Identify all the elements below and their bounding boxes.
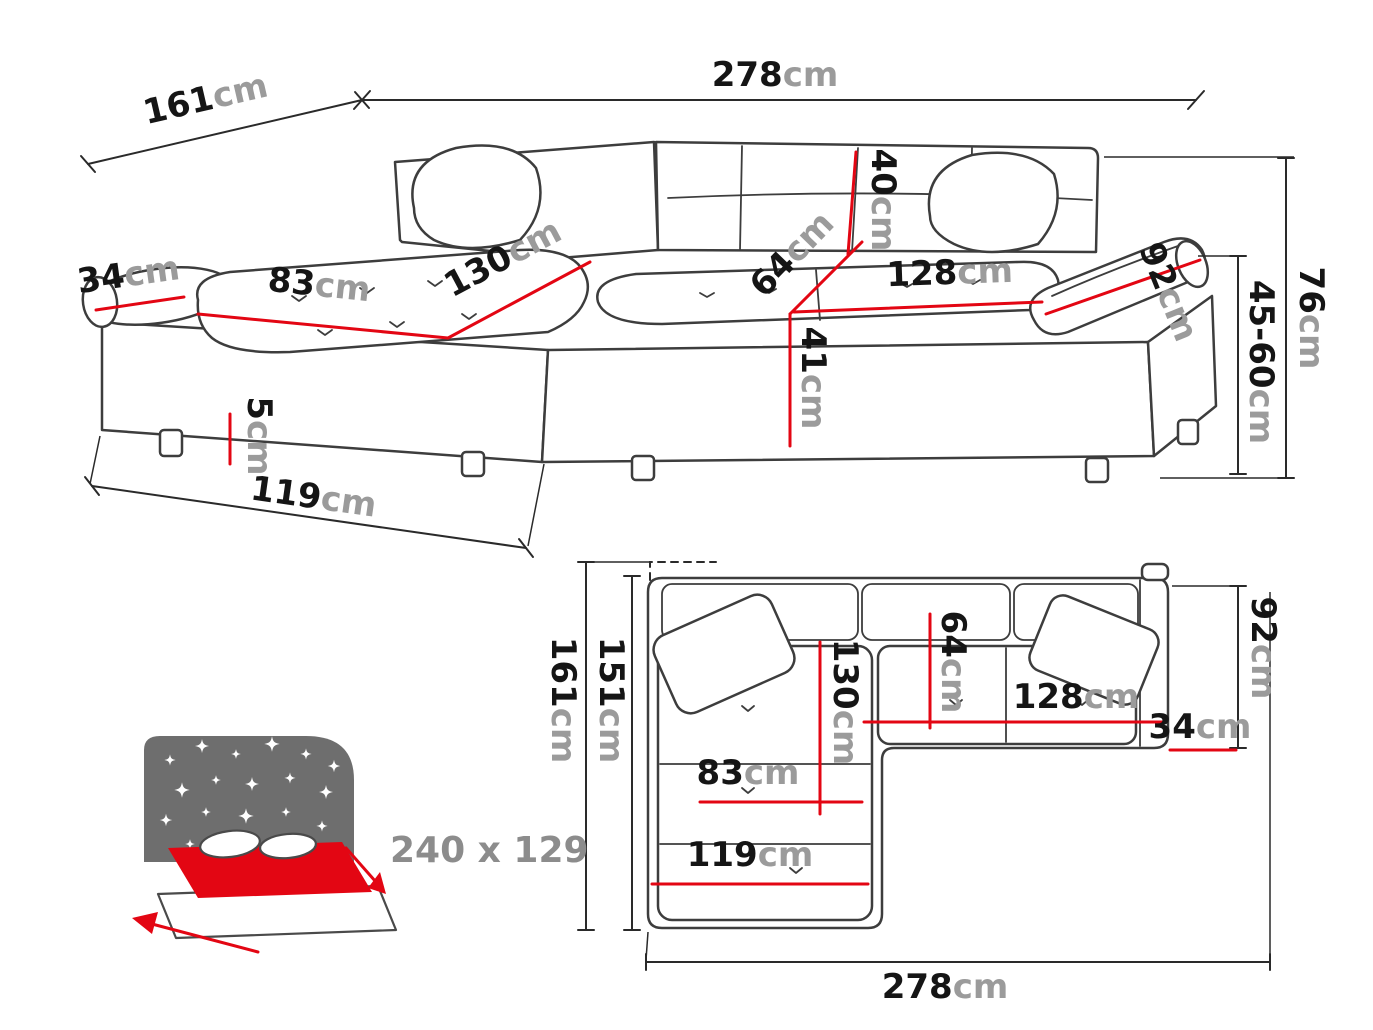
tuft-mark (899, 282, 915, 288)
pillow-left-top (652, 593, 796, 715)
unfold-arrow-line (150, 922, 260, 954)
top-view: 161cm 151cm 92cm 130cm 64cm 128cm 34cm 8… (543, 561, 1283, 1007)
sofa-base-front (540, 340, 1156, 464)
label-right-depth-top: 92cm (1243, 597, 1283, 700)
red-line-seat-depth (788, 240, 864, 316)
red-line-chaise-seat-length (446, 260, 592, 340)
sleeping-function: 240 x 129 (132, 736, 589, 954)
label-total-depth: 161cm (139, 66, 271, 133)
red-line-armrest-length (1044, 258, 1202, 316)
label-chaise-depth-top: 151cm (591, 637, 631, 764)
tuft-mark (1075, 699, 1089, 706)
unfold-arrow-head (368, 872, 386, 894)
sofa-base-right-side (1146, 294, 1218, 458)
label-chaise-length-top: 119cm (687, 835, 814, 875)
armrest-tab-top (1140, 562, 1170, 582)
seat-cushions (596, 260, 1060, 326)
label-bed-size: 240 x 129 (390, 830, 589, 871)
red-line-chaise-seat-width (196, 312, 450, 340)
red-line-armrest-width (94, 295, 186, 312)
perspective-view: 278cm 161cm 40cm 64cm 83cm 130cm 34cm 12… (75, 55, 1331, 558)
label-seat-depth-top: 64cm (933, 611, 973, 714)
label-chaise-seat-width: 83cm (266, 260, 373, 311)
extension-line (89, 435, 101, 485)
dimension-lines-red-top (650, 612, 1238, 886)
tuft-mark (789, 867, 803, 874)
pillow-left (411, 144, 542, 250)
armrest-right (1029, 237, 1207, 336)
armrest-left-cap (81, 275, 119, 329)
bed-headboard (144, 736, 354, 862)
label-leg-height: 5cm (239, 396, 279, 475)
tuft-mark (291, 295, 307, 302)
pillow-right (927, 151, 1059, 254)
tuft-mark (741, 787, 755, 794)
label-chaise-seat-width-top: 83cm (697, 753, 800, 793)
label-chaise-seat-length-top: 130cm (825, 639, 865, 766)
unfold-arrow-head (132, 912, 158, 934)
tuft-mark (461, 313, 477, 320)
sofa-drawing-perspective (81, 140, 1218, 484)
sofa-leg (630, 454, 656, 482)
red-line-seat-width (792, 300, 1044, 314)
label-chaise-length: 119cm (248, 468, 379, 525)
dim-tick (354, 91, 370, 109)
sofa-drawing-top (646, 561, 1170, 930)
label-seat-width-top: 128cm (1013, 677, 1140, 717)
label-total-width: 278cm (712, 55, 839, 95)
sofa-leg (460, 450, 486, 478)
dim-line-chaise-length (91, 485, 527, 549)
chaise-cushion (195, 248, 590, 354)
label-armrest-width-top: 34cm (1149, 707, 1252, 747)
tuft-mark (949, 699, 963, 706)
dim-tick (1187, 90, 1205, 110)
tuft-mark (427, 280, 443, 287)
label-armrest-height: 45-60cm (1241, 280, 1281, 444)
sofa-leg (1084, 456, 1110, 484)
pillow-right-top (1028, 594, 1160, 706)
tuft-mark (761, 288, 777, 294)
label-armrest-width: 34cm (75, 248, 182, 302)
tuft-mark (317, 329, 333, 336)
tuft-mark (389, 321, 405, 328)
label-total-depth-top: 161cm (543, 637, 583, 764)
label-total-height: 76cm (1291, 267, 1331, 370)
dimension-lines-black-perspective (80, 90, 1295, 558)
label-seat-width: 128cm (886, 251, 1014, 295)
extension-line (527, 463, 545, 547)
backrest-crease (851, 147, 859, 253)
dim-line-total-depth (87, 99, 363, 165)
sofa-leg (1176, 418, 1200, 446)
tuft-mark (741, 705, 755, 712)
tuft-mark (965, 279, 981, 285)
label-seat-height: 41cm (793, 327, 833, 430)
labels-perspective: 278cm 161cm 40cm 64cm 83cm 130cm 34cm 12… (75, 55, 1331, 526)
sofa-leg (158, 428, 184, 458)
tuft-mark (359, 287, 375, 294)
unfold-arrow-line (344, 846, 378, 884)
bed-pillow (199, 829, 261, 859)
bed-pillow (258, 832, 318, 860)
dim-tick (84, 476, 100, 496)
dimension-lines-red-perspective (94, 150, 1202, 466)
backrest-crease (739, 145, 743, 251)
tuft-mark (699, 292, 715, 298)
back-cushion-top (861, 583, 1011, 641)
label-backrest-height: 40cm (863, 149, 903, 252)
armrest-right-crease (1051, 245, 1179, 297)
labels-top-view: 161cm 151cm 92cm 130cm 64cm 128cm 34cm 8… (543, 597, 1283, 1007)
red-line-backrest-height (846, 150, 858, 256)
dim-tick (80, 155, 96, 173)
dimension-lines-black-top (577, 561, 1271, 971)
dim-tick (518, 538, 534, 558)
label-total-width-top: 278cm (882, 967, 1009, 1007)
